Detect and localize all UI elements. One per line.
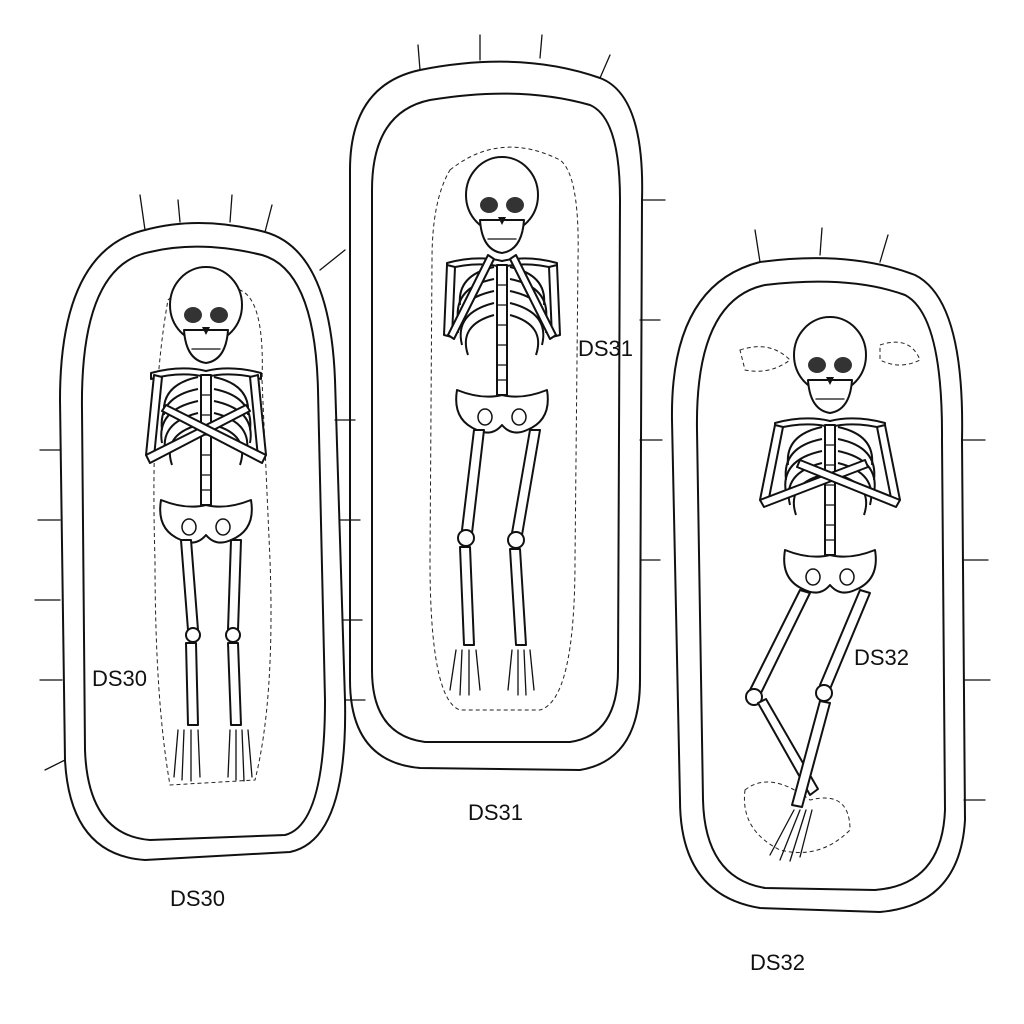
inner-label-ds31: DS31: [578, 336, 634, 361]
caption-ds32: DS32: [750, 950, 806, 975]
hatch-marks: [34, 34, 991, 801]
inner-label-ds32: DS32: [854, 645, 910, 670]
burial-ds31: [349, 60, 644, 771]
caption-ds31: DS31: [468, 800, 524, 825]
inner-label-ds30: DS30: [92, 666, 148, 691]
caption-ds30: DS30: [170, 886, 226, 911]
burial-ds32: [670, 257, 966, 913]
burial-ds30: [59, 222, 347, 861]
